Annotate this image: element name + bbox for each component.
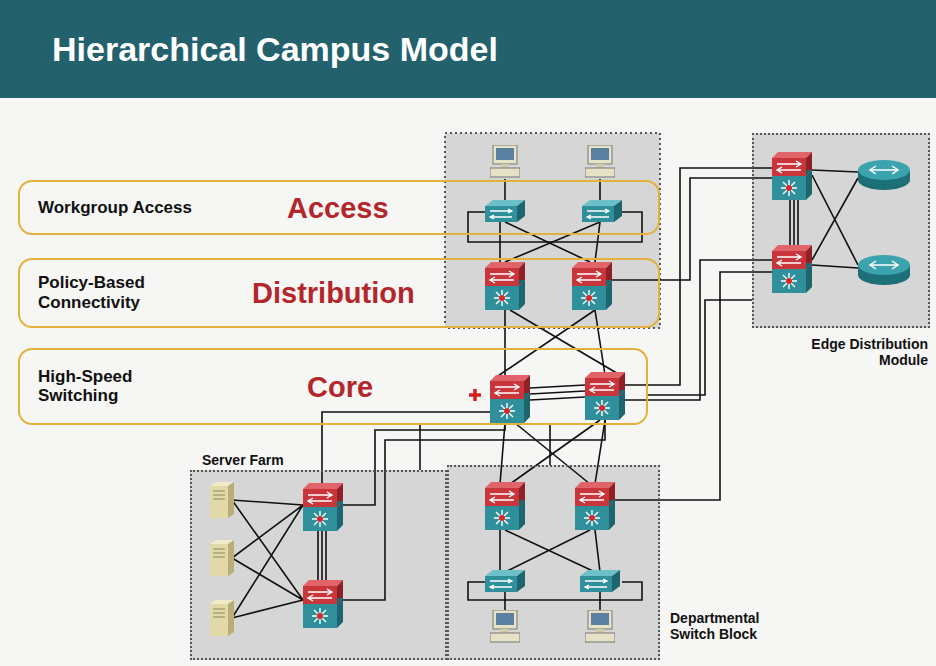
page-title: Hierarchical Campus Model	[52, 30, 498, 69]
wire	[495, 310, 620, 378]
router-icon	[858, 255, 910, 285]
layer-name: Access	[287, 191, 389, 224]
wire	[530, 385, 585, 400]
wire	[505, 592, 600, 610]
multilayer-switch-icon	[485, 262, 525, 310]
layer-function: Workgroup Access	[38, 198, 238, 218]
layer-band: High-Speed Switching Core	[18, 348, 648, 425]
block-ground	[752, 133, 930, 328]
multilayer-switch-icon	[772, 152, 812, 200]
multilayer-switch-icon	[485, 482, 525, 530]
wire	[500, 420, 605, 484]
server-icon	[210, 482, 234, 518]
router-icon	[858, 160, 910, 190]
layer-name: Core	[307, 370, 373, 403]
multilayer-switch-icon	[772, 245, 812, 293]
multilayer-switch-icon	[585, 372, 625, 420]
switch-icon	[580, 570, 620, 592]
multilayer-switch-icon	[303, 580, 343, 628]
block-label: Edge Distribution Module	[768, 336, 928, 368]
layer-band: Policy-Based Connectivity Distribution	[18, 258, 660, 328]
block-ground	[447, 465, 660, 660]
block-ground	[190, 470, 447, 660]
pc-icon	[585, 610, 615, 642]
pc-icon	[490, 610, 520, 642]
block-link	[419, 425, 421, 470]
server-icon	[210, 600, 234, 636]
layer-band: Workgroup Access Access	[18, 180, 660, 235]
multilayer-switch-icon	[575, 482, 615, 530]
title-bar: Hierarchical Campus Model	[0, 0, 936, 98]
wire	[790, 200, 798, 245]
multilayer-switch-icon	[572, 262, 612, 310]
multilayer-switch-icon	[490, 375, 530, 423]
switch-icon	[582, 200, 622, 222]
wire	[343, 420, 605, 600]
switch-block: Server Farm	[190, 470, 447, 660]
multilayer-switch-icon	[303, 483, 343, 531]
block-ground	[445, 133, 660, 328]
switch-icon	[485, 200, 525, 222]
pc-icon	[490, 145, 520, 177]
switch-block: Departmental Switch Block	[447, 465, 660, 660]
switch-icon	[485, 570, 525, 592]
pc-icon	[585, 145, 615, 177]
server-icon	[210, 540, 234, 576]
block-label: Departmental Switch Block	[670, 610, 790, 642]
block-label: Server Farm	[202, 452, 284, 468]
wire	[318, 531, 326, 580]
wire	[343, 423, 505, 505]
wire	[812, 170, 858, 268]
block-link	[549, 425, 551, 465]
switch-block: Edge Distribution Module	[752, 133, 930, 328]
wire	[232, 500, 303, 618]
wire	[500, 530, 600, 572]
layer-function: Policy-Based Connectivity	[38, 273, 168, 312]
wire	[612, 178, 772, 280]
wire	[625, 168, 772, 385]
wires	[232, 168, 858, 618]
wire	[505, 179, 600, 200]
wire	[322, 412, 490, 483]
block-link	[648, 300, 752, 395]
layer-name: Distribution	[252, 277, 415, 310]
block-outline	[445, 133, 660, 328]
layer-function: High-Speed Switching	[38, 367, 168, 406]
failure-mark	[469, 389, 481, 401]
